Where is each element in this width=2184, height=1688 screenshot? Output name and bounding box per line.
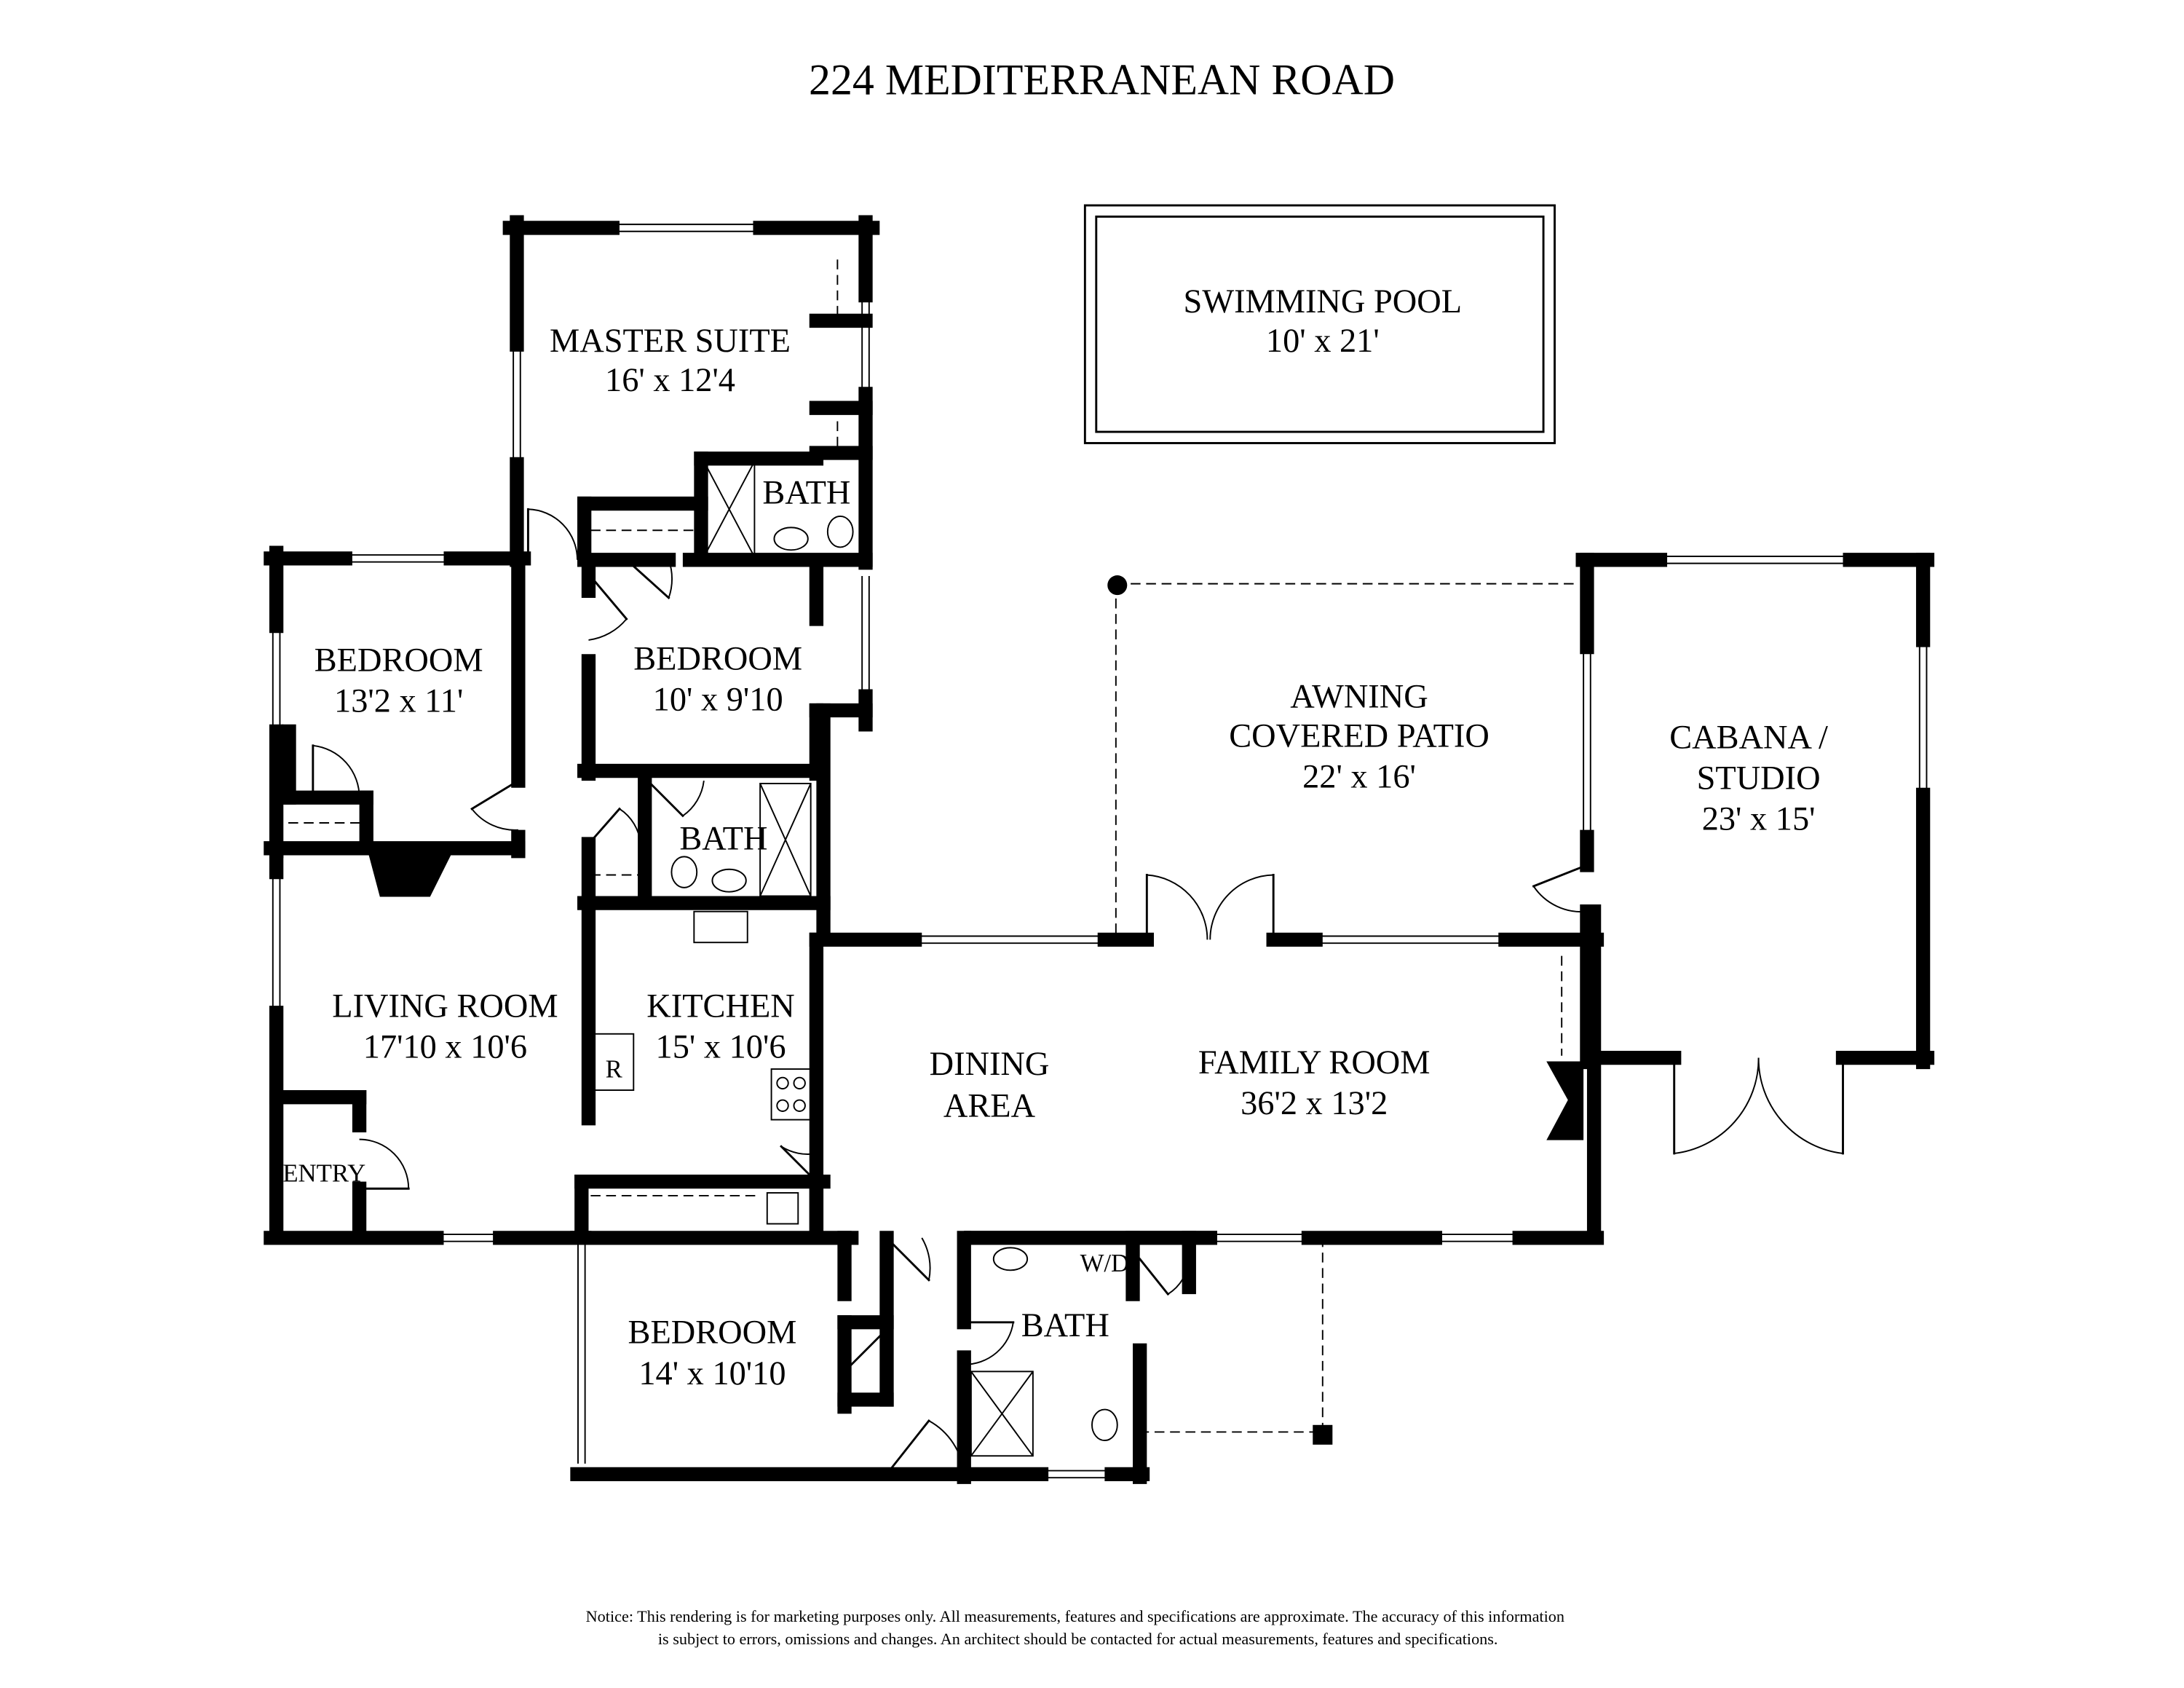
- door-leaf: [470, 779, 520, 811]
- door-leaf: [780, 1145, 818, 1183]
- door-swing: [471, 808, 518, 831]
- door-leaf: [1532, 864, 1588, 888]
- bedroom1-label: BEDROOM: [314, 642, 483, 679]
- dashed-outlines: [288, 259, 1577, 1433]
- master-bath-label: BATH: [762, 475, 850, 512]
- door-swing: [1532, 886, 1588, 913]
- family-label: FAMILY ROOM: [1198, 1044, 1431, 1081]
- sink-icon: [711, 868, 747, 893]
- cabana-label-1: CABANA /: [1669, 719, 1828, 757]
- door-swing: [882, 1329, 887, 1372]
- sink-icon: [992, 1247, 1029, 1271]
- dining-label-2: AREA: [943, 1088, 1036, 1125]
- patio-dims: 22' x 16': [1302, 759, 1416, 796]
- pool-label: SWIMMING POOL: [1184, 283, 1462, 320]
- door-swing: [312, 744, 360, 798]
- door-swing: [780, 1145, 817, 1155]
- bedroom2-dims: 10' x 9'10: [653, 681, 783, 718]
- walls: [264, 215, 1935, 1484]
- patio-label-1: AWNING: [1290, 679, 1428, 716]
- entry-label: ENTRY: [282, 1159, 365, 1188]
- door-swing: [964, 1322, 1014, 1365]
- door-leaf: [885, 1236, 930, 1282]
- living-label: LIVING ROOM: [332, 988, 558, 1025]
- bedroom3-dims: 14' x 10'10: [638, 1355, 786, 1392]
- kitchen-label: KITCHEN: [646, 988, 794, 1025]
- bath3-label: BATH: [1021, 1307, 1109, 1344]
- cabana-label-2: STUDIO: [1697, 760, 1821, 797]
- door-leaf: [587, 807, 622, 846]
- master-label: MASTER SUITE: [550, 323, 791, 360]
- door-swing: [528, 508, 578, 560]
- door-swing: [619, 808, 641, 845]
- family-dims: 36'2 x 13'2: [1241, 1085, 1388, 1122]
- door-swing: [1209, 874, 1274, 940]
- bath2-label: BATH: [679, 821, 767, 858]
- notice-line-1: Notice: This rendering is for marketing …: [586, 1607, 1564, 1625]
- stove-icon: [770, 1068, 812, 1121]
- shower-icon: [703, 460, 756, 558]
- pool-dims: 10' x 21': [1266, 323, 1380, 360]
- door-swing: [1757, 1057, 1843, 1154]
- refrigerator-label: R: [606, 1055, 623, 1084]
- sink-icon: [773, 526, 809, 551]
- bedroom2-label: BEDROOM: [633, 640, 802, 677]
- door-leaf: [885, 1419, 930, 1476]
- fixtures: [368, 460, 1584, 1457]
- shower-icon: [759, 782, 812, 897]
- door-swing: [359, 1138, 410, 1189]
- door-swing: [928, 1420, 965, 1475]
- swimming-pool: [1083, 204, 1556, 444]
- cabana-dims: 23' x 15': [1702, 801, 1816, 838]
- awning-post-icon: [1107, 575, 1128, 596]
- fireplace-icon: [1546, 1061, 1584, 1140]
- doors: [312, 508, 1844, 1476]
- notice-line-2: is subject to errors, omissions and chan…: [658, 1630, 1498, 1648]
- door-swing: [1674, 1057, 1760, 1154]
- patio-label-2: COVERED PATIO: [1229, 718, 1489, 755]
- door-leaf: [842, 1328, 889, 1373]
- closet-icon: [766, 1192, 799, 1225]
- plan-title: 224 MEDITERRANEAN ROAD: [809, 55, 1395, 103]
- refrigerator-icon: [590, 1033, 635, 1092]
- door-swing: [1147, 874, 1208, 940]
- master-dims: 16' x 12'4: [605, 362, 735, 399]
- toilet-icon: [670, 856, 698, 888]
- bedroom1-dims: 13'2 x 11': [334, 682, 463, 719]
- dining-label-1: DINING: [930, 1046, 1050, 1083]
- living-dims: 17'10 x 10'6: [363, 1029, 527, 1066]
- door-swing: [682, 780, 705, 817]
- pergola-post-icon: [1313, 1424, 1333, 1445]
- door-leaf: [646, 779, 684, 818]
- door-swing: [588, 618, 628, 641]
- kitchen-sink-icon: [693, 910, 748, 944]
- laundry-label: W/D: [1080, 1249, 1130, 1277]
- door-leaf: [625, 558, 670, 600]
- toilet-icon: [826, 515, 854, 548]
- toilet-icon: [1091, 1408, 1118, 1441]
- fireplace-icon: [368, 853, 452, 897]
- door-swing: [1167, 1258, 1190, 1295]
- door-leaf: [587, 572, 628, 620]
- kitchen-dims: 15' x 10'6: [656, 1029, 786, 1066]
- door-leaf: [1138, 1257, 1170, 1296]
- bedroom3-label: BEDROOM: [628, 1314, 797, 1352]
- shower-icon: [970, 1370, 1034, 1457]
- windows: [272, 224, 1928, 1479]
- door-swing: [668, 559, 673, 599]
- door-swing: [921, 1237, 931, 1281]
